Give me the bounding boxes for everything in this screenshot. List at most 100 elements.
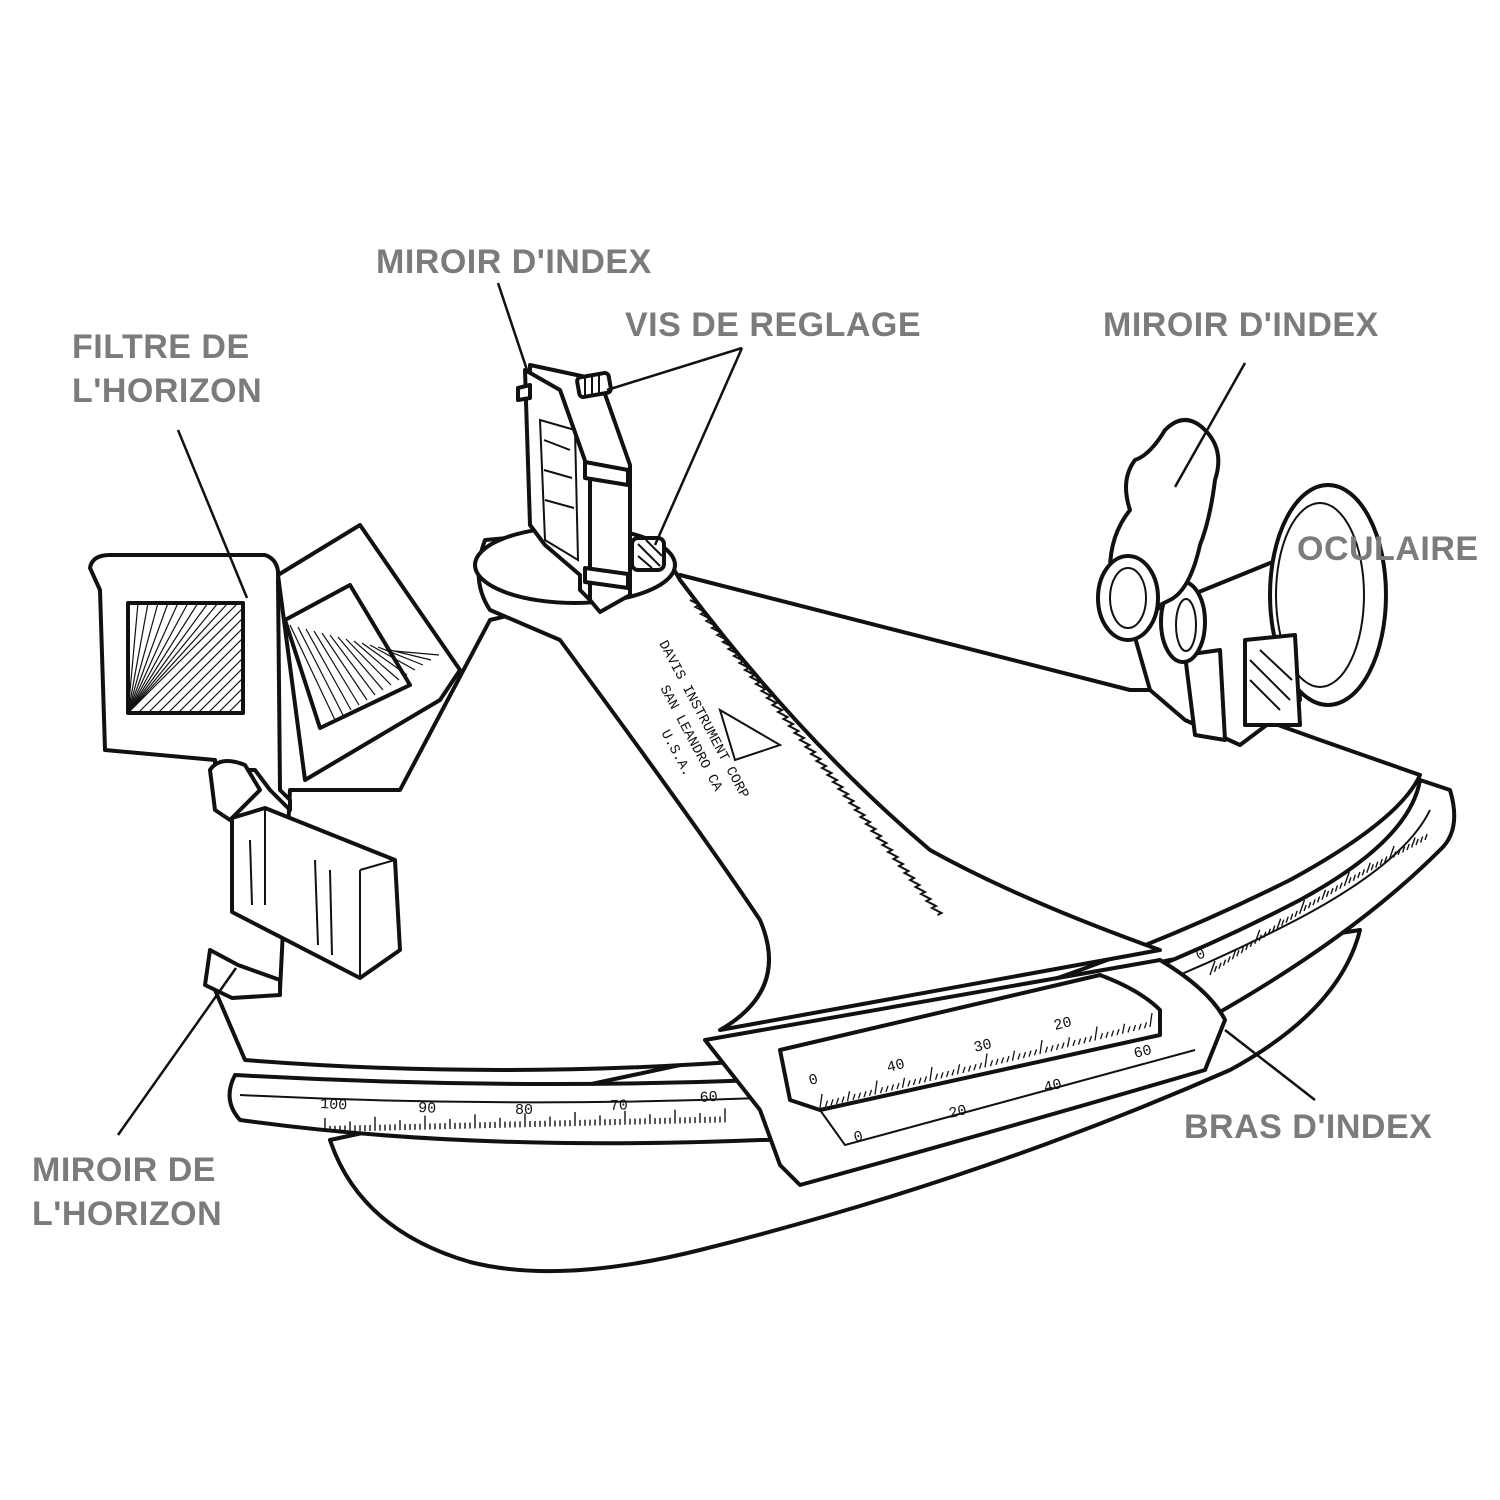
arc-tick bbox=[1361, 869, 1366, 876]
hatch-line bbox=[385, 648, 432, 661]
index-mirror bbox=[516, 363, 632, 614]
vernier-tick bbox=[1044, 1046, 1049, 1053]
vernier-tick bbox=[918, 1077, 922, 1084]
label-miroir-horizon: MIROIR DE L'HORIZON bbox=[32, 1148, 222, 1236]
arc-number-80: 80 bbox=[515, 1102, 533, 1119]
arc-tick bbox=[1401, 846, 1406, 853]
hatch-line bbox=[361, 642, 408, 676]
hatch-line bbox=[177, 647, 244, 714]
vernier-tick bbox=[830, 1099, 834, 1106]
hatch-line bbox=[377, 646, 424, 666]
vernier-lower-strip bbox=[819, 1049, 1196, 1147]
arc-number-100: 100 bbox=[320, 1096, 348, 1114]
vernier-tick bbox=[978, 1062, 983, 1070]
arc-tick bbox=[1357, 871, 1361, 879]
arc-tick bbox=[1379, 858, 1383, 866]
vernier-tick bbox=[852, 1093, 856, 1101]
vernier-tick bbox=[1039, 1039, 1043, 1055]
vernier-tick bbox=[1132, 1024, 1137, 1032]
arc-tick bbox=[1276, 918, 1282, 929]
arc-graduations bbox=[324, 833, 1428, 1132]
vernier-tick bbox=[1116, 1028, 1120, 1036]
hatch-line bbox=[217, 687, 244, 714]
horizon-filter bbox=[88, 523, 462, 812]
hatch-line bbox=[127, 602, 219, 714]
vernier-tick bbox=[868, 1089, 873, 1097]
vernier-tick bbox=[1061, 1042, 1065, 1049]
vernier-tick bbox=[907, 1080, 911, 1087]
vernier-tick bbox=[1099, 1032, 1104, 1040]
hatch-line bbox=[313, 630, 360, 706]
arc-tick bbox=[1348, 877, 1352, 884]
hatch-line bbox=[289, 624, 336, 721]
vernier-window bbox=[778, 973, 1162, 1112]
vernier-lower-number-40: 40 bbox=[1042, 1076, 1064, 1097]
vernier-tick bbox=[846, 1091, 851, 1102]
vernier-tick bbox=[1083, 1036, 1087, 1044]
hatch-line bbox=[127, 602, 139, 714]
vernier-tick bbox=[1066, 1037, 1071, 1048]
hatch-line bbox=[127, 602, 229, 714]
index-arm-teeth bbox=[689, 599, 944, 916]
hatch-line bbox=[227, 697, 244, 714]
vernier-tick bbox=[973, 1063, 977, 1071]
hatch-line bbox=[127, 602, 209, 714]
vernier-tick bbox=[923, 1076, 928, 1083]
leader-miroir-index-top bbox=[496, 282, 530, 374]
arc-tick bbox=[1316, 896, 1321, 903]
leader-vis-reglage-2 bbox=[653, 347, 744, 546]
arc-tick bbox=[1222, 959, 1227, 966]
arc-tick bbox=[1410, 837, 1416, 848]
vernier-tick bbox=[1077, 1038, 1082, 1045]
arc-tick bbox=[1307, 901, 1312, 909]
arc-tick bbox=[1240, 946, 1245, 954]
vernier-tick bbox=[1110, 1030, 1115, 1037]
leader-miroir-horizon bbox=[116, 967, 238, 1136]
arc-tick bbox=[1254, 929, 1261, 945]
filter-hatching bbox=[127, 602, 440, 721]
label-miroir-horizon-line-2: L'HORIZON bbox=[32, 1195, 223, 1233]
arc-tick bbox=[1334, 885, 1339, 892]
hatch-line bbox=[167, 637, 244, 714]
label-bras-index: BRAS D'INDEX bbox=[1184, 1105, 1432, 1149]
hatch-line bbox=[127, 602, 149, 714]
hatch-line bbox=[127, 602, 239, 714]
arc-tick bbox=[1258, 934, 1263, 941]
label-filtre-line-2: L'HORIZON bbox=[72, 372, 263, 410]
label-vis-de-reglage: VIS DE REGLAGE bbox=[625, 303, 921, 347]
arc-tick bbox=[1424, 833, 1428, 841]
label-miroir-index-top: MIROIR D'INDEX bbox=[376, 240, 652, 284]
vernier-tick bbox=[1028, 1050, 1032, 1057]
vernier-number-20: 20 bbox=[1052, 1014, 1074, 1035]
label-filtre-horizon: FILTRE DE L'HORIZON bbox=[72, 325, 262, 413]
vernier-tick bbox=[1006, 1055, 1010, 1063]
arc-tick bbox=[1397, 848, 1401, 856]
arc-tick bbox=[1406, 843, 1410, 851]
hatch-line bbox=[297, 626, 344, 716]
vernier-tick bbox=[1022, 1051, 1027, 1059]
arc-tick bbox=[1267, 928, 1271, 935]
vernier-lower-number-20: 20 bbox=[947, 1102, 969, 1123]
vernier-tick bbox=[929, 1066, 933, 1082]
hatch-line bbox=[127, 602, 199, 714]
hatch-line bbox=[321, 632, 368, 701]
vernier-tick bbox=[1149, 1012, 1153, 1028]
hatch-line bbox=[305, 628, 352, 711]
hatch-line bbox=[127, 602, 179, 714]
arc-tick bbox=[1312, 899, 1316, 906]
arc-tick bbox=[1281, 919, 1285, 926]
vernier-tick bbox=[995, 1058, 999, 1066]
vernier-tick bbox=[885, 1085, 889, 1093]
vernier-tick bbox=[1105, 1031, 1109, 1039]
vernier-tick bbox=[879, 1086, 884, 1094]
arc-number-70: 70 bbox=[610, 1097, 629, 1115]
arc-tick bbox=[1285, 916, 1289, 923]
arc-tick bbox=[1289, 913, 1294, 920]
hatch-line bbox=[127, 602, 169, 714]
hatch-line bbox=[329, 634, 376, 696]
vernier-tick bbox=[962, 1066, 966, 1074]
arc-tick bbox=[1227, 956, 1231, 963]
arc-tick bbox=[1366, 862, 1371, 874]
arc-tick bbox=[1249, 940, 1254, 948]
